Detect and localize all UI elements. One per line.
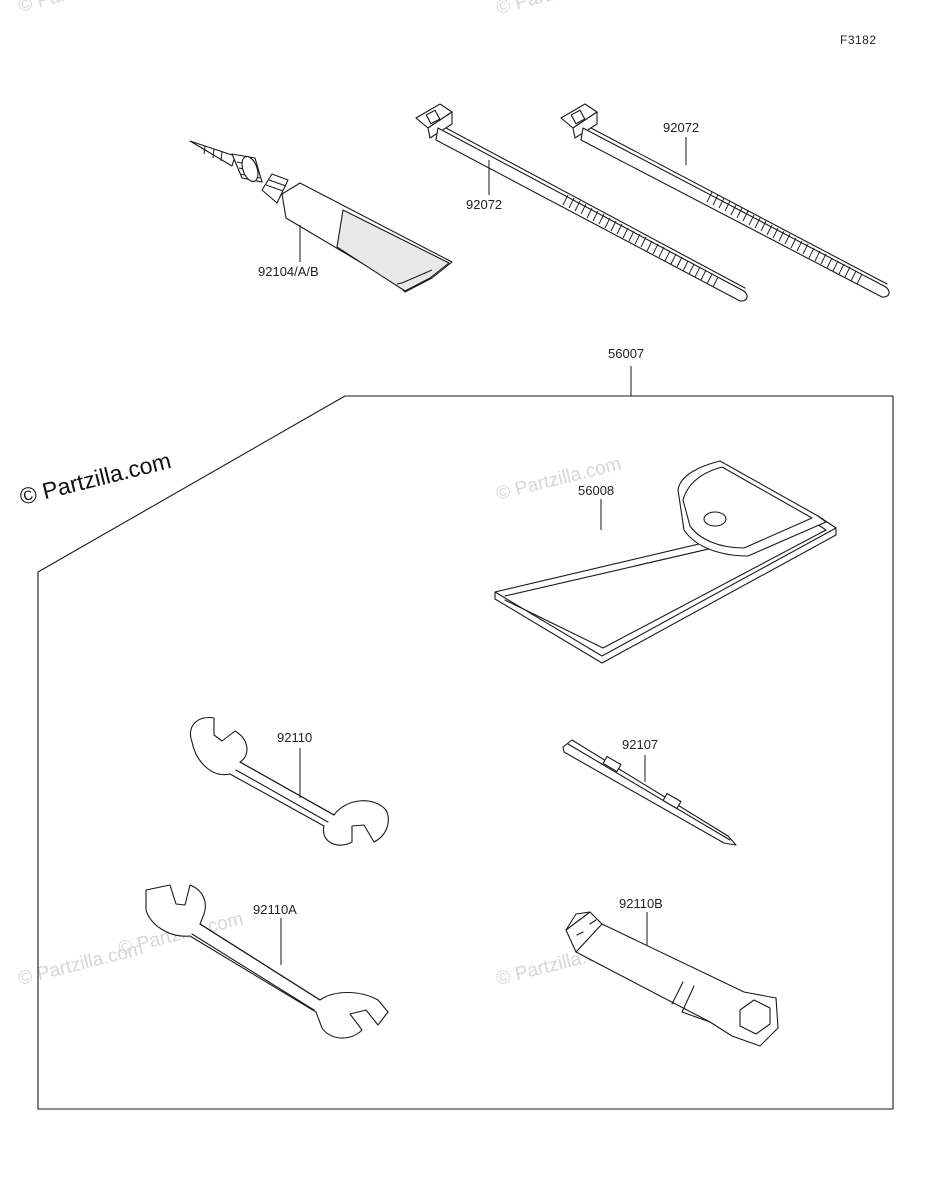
label-screwdriver: 92107 [622, 737, 658, 752]
label-wrench-small: 92110 [277, 730, 312, 745]
figure-code: F3182 [840, 33, 877, 47]
label-tool-bag: 56008 [578, 483, 614, 498]
box-wrench-icon: 92110B [565, 896, 779, 1047]
tool-kit-frame: 56007 [37, 346, 894, 1110]
label-band-left: 92072 [466, 197, 502, 212]
label-band-right: 92072 [663, 120, 699, 135]
label-box-wrench: 92110B [619, 896, 663, 911]
partzilla-watermark: © Partzilla.com [17, 447, 174, 510]
cable-band-icon: 92072 [560, 103, 890, 298]
watermark-group: © Partzilla.com © Partzilla.com © Partzi… [16, 0, 623, 990]
label-wrench-large: 92110A [253, 902, 297, 917]
label-tube: 92104/A/B [258, 264, 319, 279]
screwdriver-icon: 92107 [562, 737, 737, 846]
open-end-wrench-icon: 92110A [145, 884, 389, 1039]
sealant-tube-icon: 92104/A/B [189, 140, 453, 293]
watermark-top-left: © Partzilla.com [16, 0, 145, 17]
watermark-top-center: © Partzilla.com [494, 0, 623, 19]
open-end-wrench-icon: 92110 [190, 716, 389, 846]
cable-band-icon: 92072 [415, 103, 748, 302]
tool-bag-icon: 56008 [494, 460, 837, 664]
label-tool-kit: 56007 [608, 346, 644, 361]
